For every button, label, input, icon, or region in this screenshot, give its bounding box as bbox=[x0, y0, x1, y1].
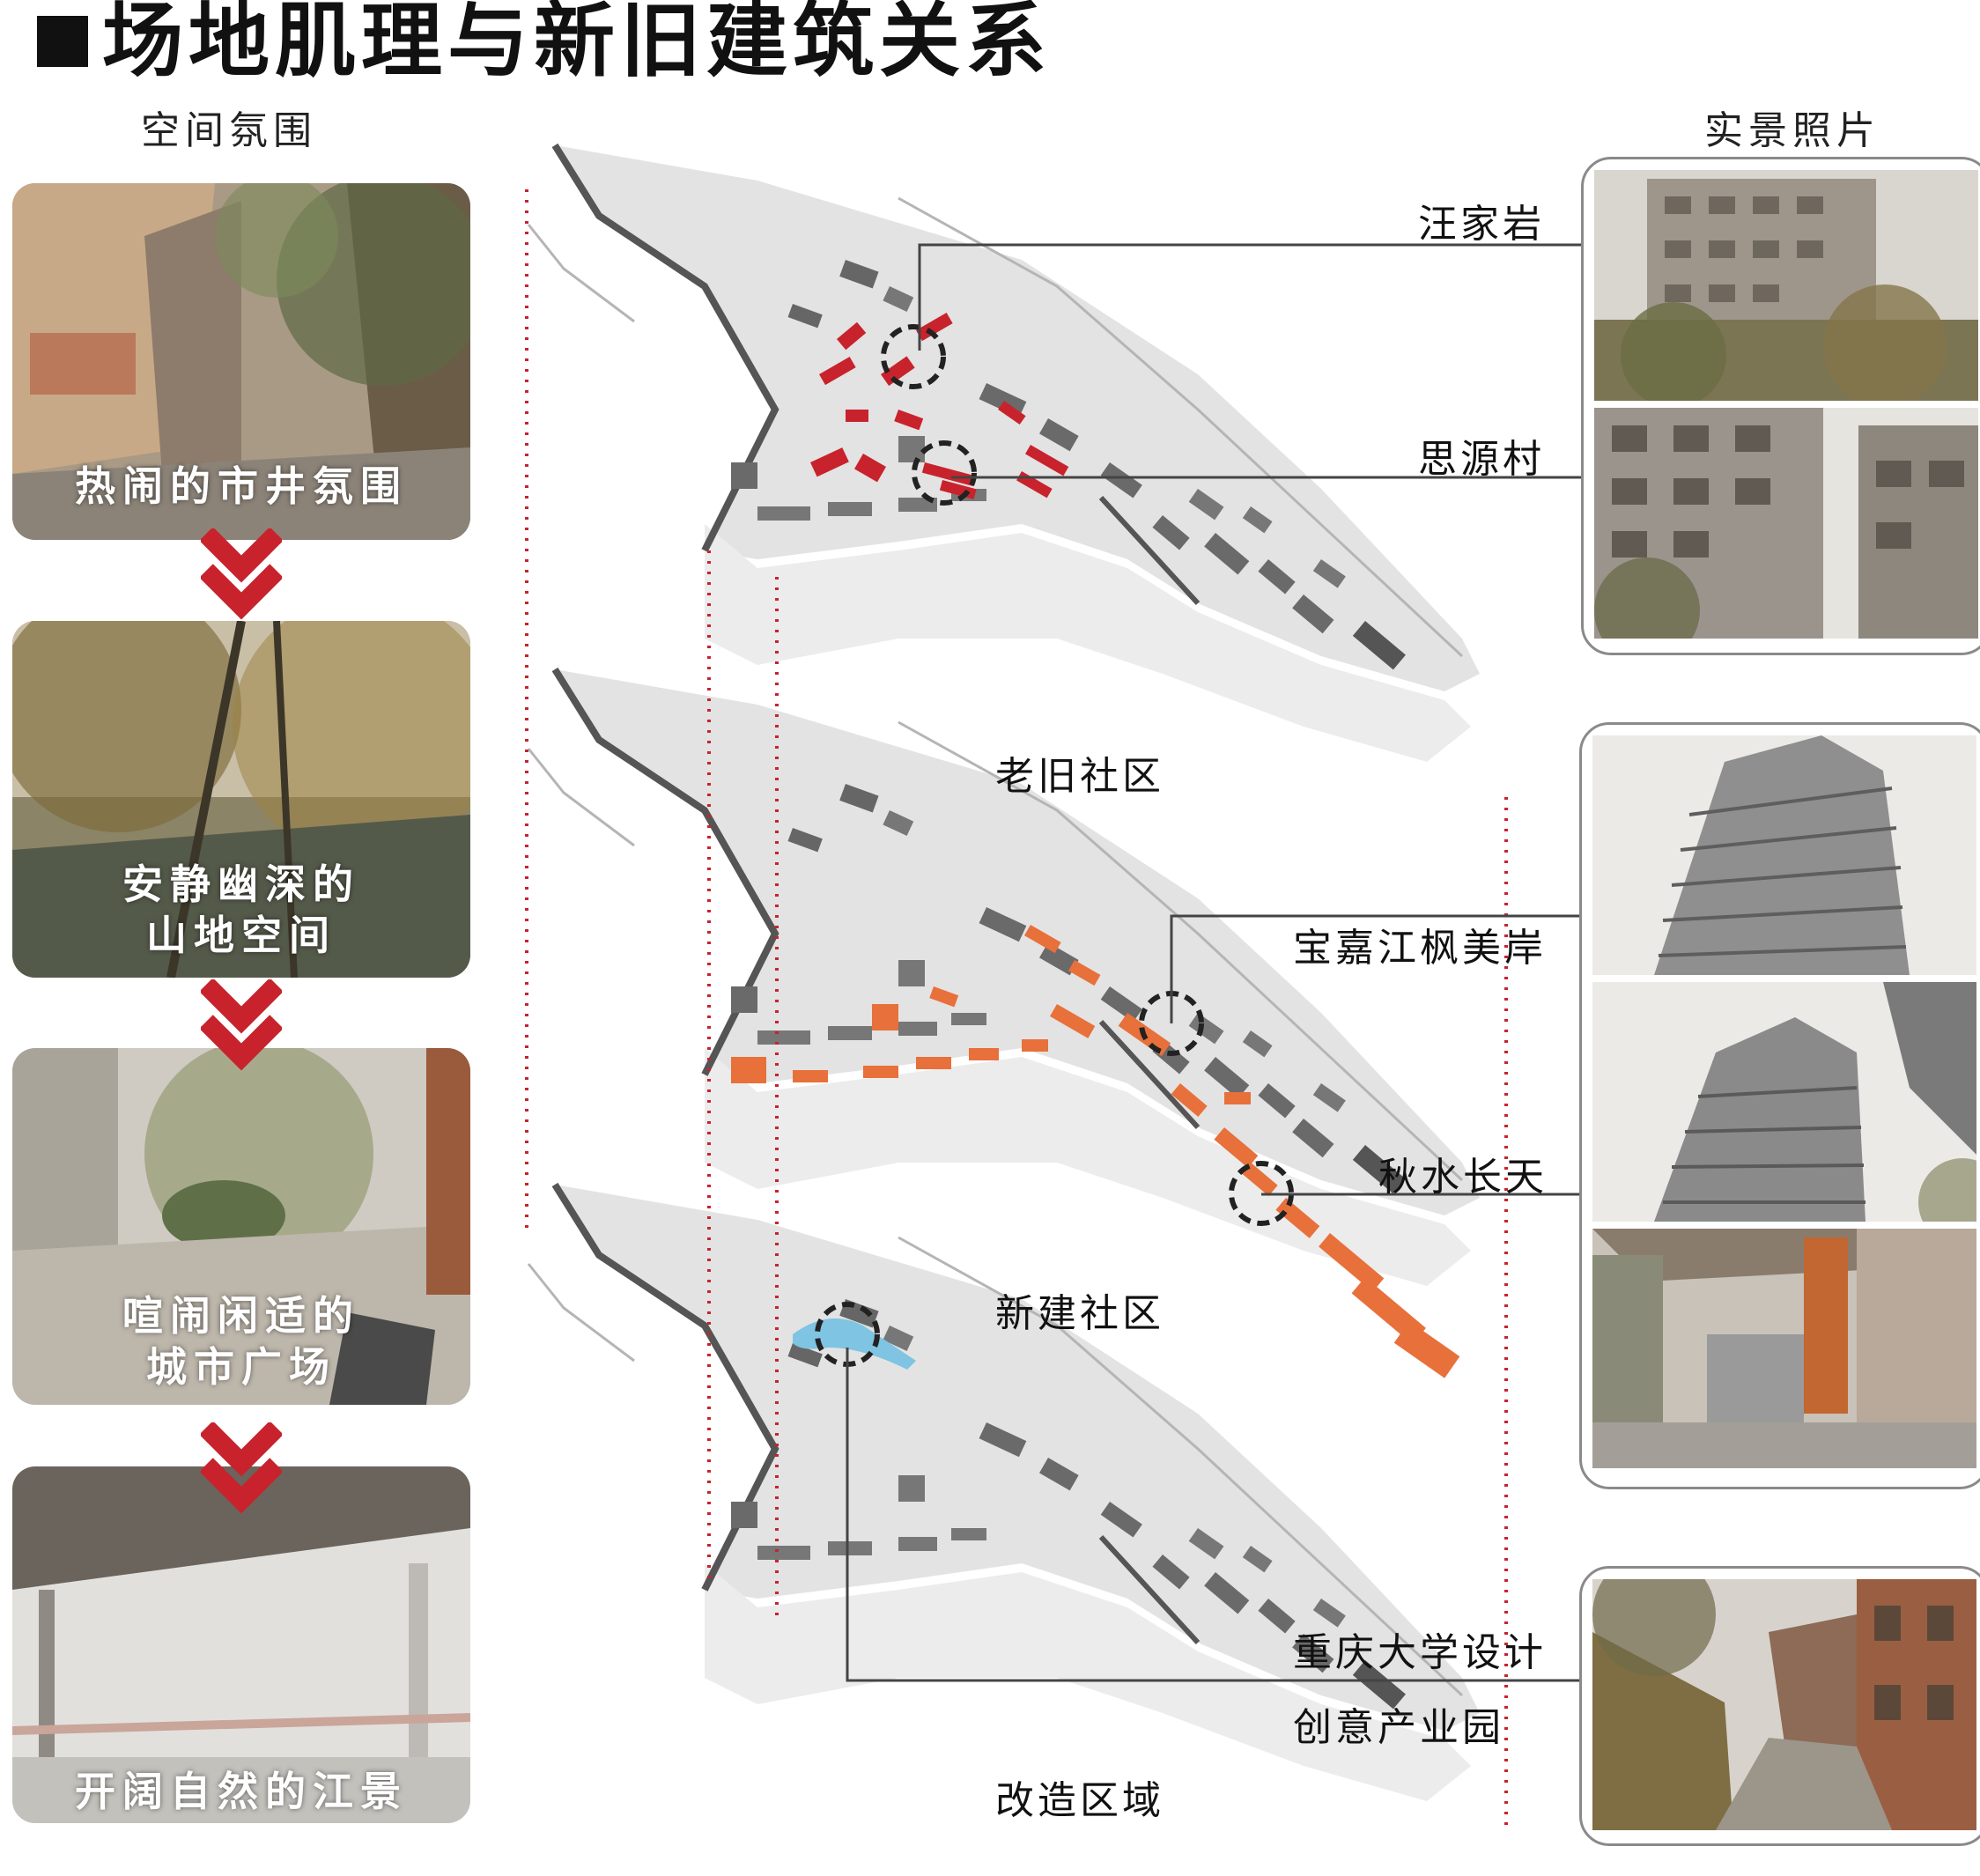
chevron-down-icon bbox=[201, 528, 282, 620]
site-label-qiushui: 秋水长天 bbox=[1378, 1155, 1548, 1200]
real-photo-siyuancun bbox=[1594, 408, 1978, 639]
atmosphere-caption-1: 热闹的市井氛围 bbox=[75, 462, 408, 510]
chevron-down-icon bbox=[201, 979, 282, 1071]
chevron-down-icon bbox=[201, 1422, 282, 1514]
site-label-cqu-2: 创意产业园 bbox=[1293, 1705, 1504, 1750]
page-title: 场地肌理与新旧建筑关系 bbox=[37, 0, 1052, 90]
layer-old-community bbox=[528, 145, 1480, 762]
site-label-wangjiayan: 汪家岩 bbox=[1418, 202, 1545, 247]
atmosphere-caption-2a: 安静幽深的 bbox=[122, 860, 360, 908]
real-photo-entrance bbox=[1592, 1229, 1976, 1468]
real-photo-qiushui bbox=[1592, 982, 1976, 1222]
site-label-cqu-1: 重庆大学设计 bbox=[1293, 1630, 1547, 1675]
site-label-siyuancun: 思源村 bbox=[1418, 437, 1545, 482]
real-photo-baojia bbox=[1592, 735, 1976, 975]
atmosphere-caption-3b: 城市广场 bbox=[146, 1343, 336, 1391]
real-photo-cqu-park bbox=[1592, 1579, 1976, 1830]
real-photo-wangjiayan bbox=[1594, 170, 1978, 401]
layer-label-new: 新建社区 bbox=[995, 1291, 1164, 1336]
site-label-baojia: 宝嘉江枫美岸 bbox=[1293, 926, 1547, 971]
real-photo-frame-old bbox=[1581, 157, 1980, 655]
layer-label-old: 老旧社区 bbox=[995, 754, 1164, 799]
title-square-icon bbox=[37, 16, 88, 67]
atmosphere-photo-river: 开阔自然的江景 bbox=[12, 1466, 470, 1823]
atmosphere-photo-plaza: 喧闹闲适的 城市广场 bbox=[12, 1048, 470, 1405]
title-text: 场地肌理与新旧建筑关系 bbox=[102, 0, 1053, 88]
atmosphere-photo-market: 热闹的市井氛围 bbox=[12, 183, 470, 540]
layer-label-renovated: 改造区域 bbox=[995, 1778, 1164, 1823]
real-photo-frame-renovated bbox=[1579, 1566, 1980, 1846]
atmosphere-photo-mountain: 安静幽深的 山地空间 bbox=[12, 621, 470, 978]
header-real-photos: 实景照片 bbox=[1704, 108, 1880, 153]
header-spatial-atmosphere: 空间氛围 bbox=[141, 108, 317, 153]
layer-new-community bbox=[528, 669, 1480, 1378]
atmosphere-caption-2b: 山地空间 bbox=[146, 912, 336, 959]
atmosphere-caption-3a: 喧闹闲适的 bbox=[122, 1292, 360, 1340]
atmosphere-caption-4: 开阔自然的江景 bbox=[75, 1768, 408, 1815]
real-photo-frame-new bbox=[1579, 722, 1980, 1489]
